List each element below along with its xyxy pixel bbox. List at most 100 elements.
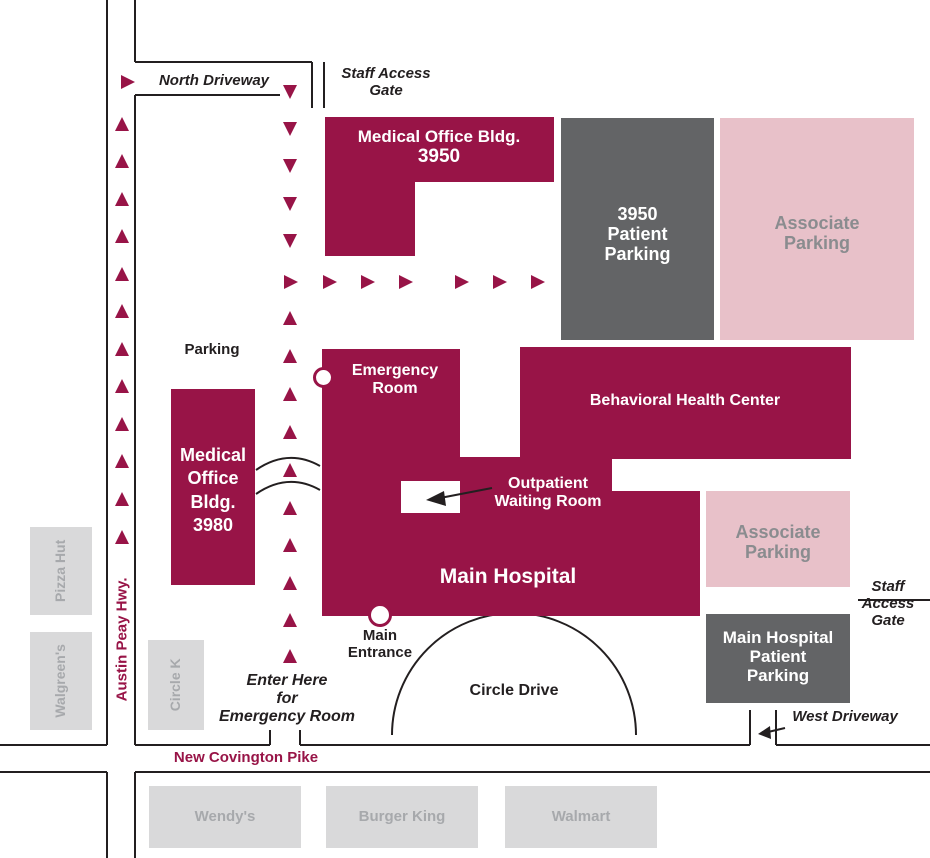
route-arrow-up-icon	[115, 530, 129, 544]
emergency-room-label: Emergency Room	[340, 362, 450, 398]
circle-k-label: Circle K	[167, 658, 184, 712]
enter-here-label: Enter Here for Emergency Room	[204, 672, 370, 726]
wendys-label: Wendy's	[194, 808, 256, 825]
route-arrow-up-icon	[283, 463, 297, 477]
walmart-lot	[505, 786, 657, 848]
associate-top-line1: Associate	[774, 213, 860, 233]
parking-label: Parking	[184, 341, 240, 358]
route-arrow-right-icon	[493, 275, 507, 289]
route-arrow-up-icon	[115, 304, 129, 318]
outpatient-label-line1: Outpatient	[508, 475, 588, 492]
main-patient-line3: Parking	[746, 666, 810, 686]
staff-gate-right-line1: Staff	[871, 578, 905, 595]
circle-drive-label: Circle Drive	[469, 682, 559, 699]
pizza-hut-label: Pizza Hut	[52, 539, 69, 602]
staff-gate-right-label: Staff Access Gate	[852, 578, 924, 629]
medical-office-bldg-3950	[325, 117, 554, 256]
associate-parking-top	[720, 118, 914, 340]
pointer-arrows	[426, 487, 786, 739]
route-arrow-right-icon	[399, 275, 413, 289]
main-entrance-line2: Entrance	[347, 643, 413, 661]
route-arrow-right-icon	[323, 275, 337, 289]
associate-parking-right	[706, 491, 850, 587]
route-arrow-right-icon	[455, 275, 469, 289]
walgreens-lot	[30, 632, 92, 730]
route-arrow-up-icon	[283, 538, 297, 552]
patient-3950-line3: Parking	[604, 244, 671, 265]
enter-here-line3: Emergency Room	[218, 707, 356, 725]
route-arrow-up-icon	[115, 379, 129, 393]
route-arrow-down-icon	[283, 159, 297, 173]
associate-right-line1: Associate	[735, 522, 821, 542]
mob-3980-label-line1: Medical	[179, 445, 247, 465]
staff-gate-top-line2: Gate	[369, 81, 403, 99]
route-arrow-up-icon	[115, 492, 129, 506]
route-arrow-up-icon	[283, 311, 297, 325]
route-arrow-up-icon	[283, 501, 297, 515]
route-arrow-up-icon	[283, 576, 297, 590]
outpatient-label-line2: Waiting Room	[494, 492, 602, 510]
medical-office-bldg-3980	[171, 389, 255, 585]
main-patient-parking-label: Main Hospital Patient Parking	[706, 628, 850, 685]
burger-king-lot	[326, 786, 478, 848]
mob-3950-label-line2: 3950	[417, 146, 461, 168]
mob-3980-label-line3: Bldg.	[190, 491, 236, 512]
route-arrow-down-icon	[283, 234, 297, 248]
emergency-room-label-line2: Room	[372, 379, 418, 397]
outpatient-waiting-label: Outpatient Waiting Room	[480, 475, 616, 511]
patient-3950-line2: Patient	[607, 224, 668, 245]
route-arrow-right-icon	[531, 275, 545, 289]
main-patient-line1: Main Hospital	[722, 628, 834, 647]
emergency-room-label-line1: Emergency	[351, 362, 439, 379]
main-hospital-building	[322, 347, 851, 616]
route-arrow-up-icon	[115, 417, 129, 431]
main-entrance-line1: Main	[362, 627, 398, 644]
main-hospital-label: Main Hospital	[439, 565, 577, 588]
route-arrow-up-icon	[115, 154, 129, 168]
associate-parking-top-label: Associate Parking	[720, 213, 914, 253]
route-arrows	[115, 75, 545, 663]
mob-3950-label-line1: Medical Office Bldg.	[357, 127, 521, 146]
new-covington-label: New Covington Pike	[173, 749, 319, 766]
route-arrow-up-icon	[115, 117, 129, 131]
austin-peay-label: Austin Peay Hwy.	[113, 577, 131, 702]
outpatient-marker-box	[401, 481, 460, 513]
associate-right-line2: Parking	[744, 542, 812, 563]
staff-gate-right-line3: Gate	[871, 611, 905, 629]
mob-3980-label-line2: Office	[187, 468, 239, 489]
enter-here-line2: for	[276, 689, 298, 707]
main-hospital-patient-parking	[706, 614, 850, 703]
route-arrow-up-icon	[283, 349, 297, 363]
burger-king-label: Burger King	[358, 808, 446, 825]
mob-3980-label-line4: 3980	[192, 515, 234, 536]
route-arrow-up-icon	[115, 267, 129, 281]
route-arrow-up-icon	[115, 342, 129, 356]
staff-gate-right-line2: Access	[861, 594, 915, 612]
walmart-label: Walmart	[551, 808, 611, 825]
associate-parking-right-label: Associate Parking	[706, 522, 850, 562]
enter-here-line1: Enter Here	[246, 672, 328, 689]
route-arrow-up-icon	[283, 425, 297, 439]
staff-gate-top-line1: Staff Access	[341, 65, 431, 82]
route-arrow-up-icon	[115, 454, 129, 468]
associate-top-line2: Parking	[783, 233, 851, 254]
route-arrow-right-icon	[361, 275, 375, 289]
circle-k-lot	[148, 640, 204, 730]
route-arrow-down-icon	[283, 197, 297, 211]
wendys-lot	[149, 786, 301, 848]
main-patient-line2: Patient	[749, 647, 807, 667]
mob-3950-label: Medical Office Bldg. 3950	[330, 127, 548, 167]
staff-gate-top-label: Staff Access Gate	[328, 65, 444, 100]
route-arrow-up-icon	[115, 192, 129, 206]
behavioral-health-label: Behavioral Health Center	[589, 392, 781, 409]
west-driveway-label: West Driveway	[792, 708, 898, 725]
north-driveway-label: North Driveway	[158, 72, 270, 89]
route-arrow-right-icon	[284, 275, 298, 289]
route-arrow-up-icon	[283, 387, 297, 401]
walgreens-label: Walgreen's	[52, 644, 69, 718]
mob-3980-label: Medical Office Bldg. 3980	[171, 444, 255, 538]
pizza-hut-lot	[30, 527, 92, 615]
patient-parking-3950-label: 3950 Patient Parking	[561, 204, 714, 264]
